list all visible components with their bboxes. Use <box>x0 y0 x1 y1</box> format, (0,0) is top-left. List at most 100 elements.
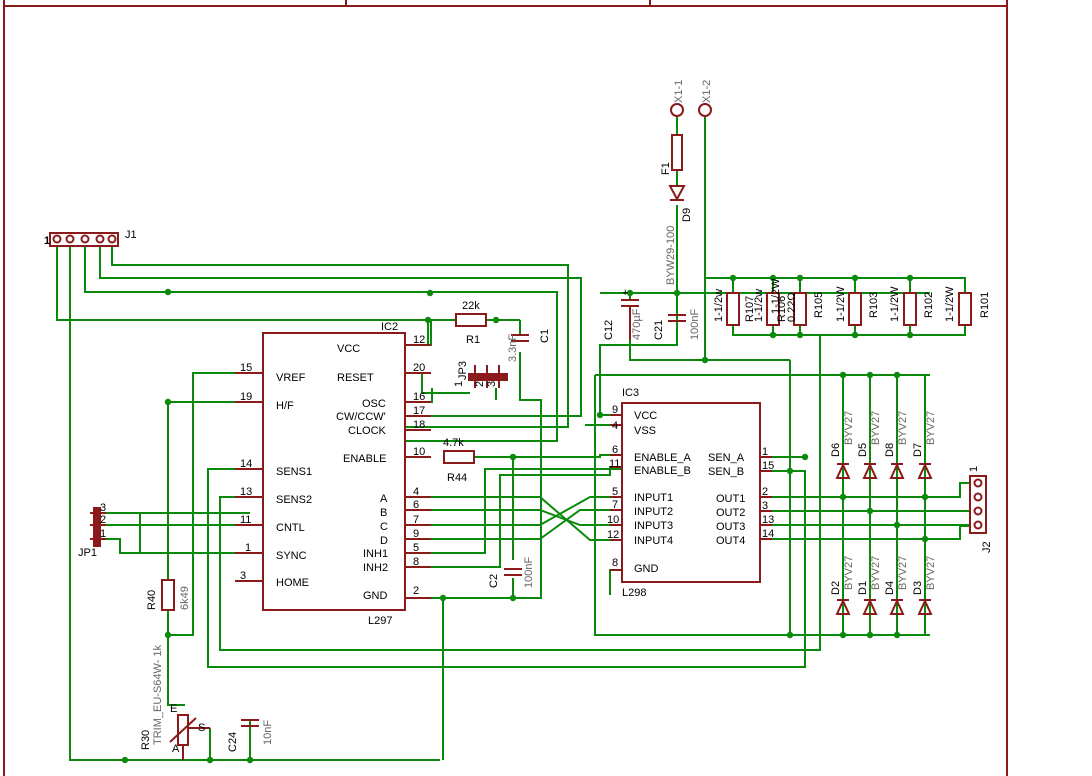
ic2-pin-num: 16 <box>413 391 425 403</box>
ic2-pin-label: SYNC <box>276 550 307 562</box>
diode-value: BYV27 <box>897 556 909 590</box>
ic3-pin-label: INPUT2 <box>634 506 673 518</box>
diode-value: BYV27 <box>870 556 882 590</box>
ic3-pin-label: OUT1 <box>716 493 745 505</box>
ic2-pin-label: B <box>380 507 387 519</box>
r40-value: 6k49 <box>179 586 191 610</box>
ic3-pin-label: ENABLE_A <box>634 452 692 464</box>
diode-value: BYV27 <box>897 411 909 445</box>
d9-name: D9 <box>681 208 693 222</box>
ic3-pin-label: ENABLE_B <box>634 465 691 477</box>
diode-value: BYV27 <box>870 411 882 445</box>
ic2-pin-label: C <box>380 521 388 533</box>
svg-text:+: + <box>622 287 628 299</box>
ic2-pin-label: H/F <box>276 400 294 412</box>
ic3-pin-num: 8 <box>612 557 618 569</box>
ic2-pin-label: INH1 <box>363 548 388 560</box>
r44-resistor: 4.7k R44 <box>443 437 475 484</box>
jp1-pin: 2 <box>100 514 106 526</box>
diodes-top: D6 BYV27 D5 BYV27 D8 BYV27 D7 BYV27 <box>830 411 937 479</box>
diode-name: D3 <box>912 581 924 595</box>
ic3-pin-label: OUT3 <box>716 521 745 533</box>
junctions <box>121 274 929 764</box>
ic2-pin-label: HOME <box>276 577 309 589</box>
diode-value: BYV27 <box>843 556 855 590</box>
diode-value: BYV27 <box>925 556 937 590</box>
ic2-pin-label: VREF <box>276 372 306 384</box>
diode-name: D4 <box>884 581 896 595</box>
ic3-pin-label: INPUT1 <box>634 492 673 504</box>
diode-value: BYV27 <box>925 411 937 445</box>
ic3-pin-num: 13 <box>762 514 774 526</box>
c1-value: 3.3nF <box>507 334 519 362</box>
ic3-pin-label: VSS <box>634 425 656 437</box>
c2-capacitor: 100nF C2 <box>488 557 535 588</box>
ic3-pin-num: 10 <box>607 514 619 526</box>
ic2-pin-num: 8 <box>413 556 419 568</box>
jp3-pin: 2 <box>474 381 486 387</box>
sense-resistor-bank: 1-1/2w R107 1-1/2w R106 1-1/2W R105 0.22… <box>713 278 991 326</box>
ic2-pin-num: 5 <box>413 542 419 554</box>
ic2-pin-label: D <box>380 535 388 547</box>
c2-name: C2 <box>488 574 500 588</box>
ic2-pin-num: 18 <box>413 419 425 431</box>
ic2-pin-label: CNTL <box>276 522 305 534</box>
jp1-pin: 3 <box>100 502 106 514</box>
resistor-value: 1-1/2W <box>889 286 901 322</box>
ic2-pin-num: 14 <box>240 458 252 470</box>
diode-name: D7 <box>912 443 924 457</box>
ic3-pin-num: 15 <box>762 460 774 472</box>
r30-pin: S <box>198 722 205 734</box>
c12-value: 470µF <box>631 308 643 340</box>
resistor-name: R103 <box>868 292 880 318</box>
f1-name: F1 <box>660 162 672 175</box>
ic2-pin-label: A <box>380 493 388 505</box>
power-input: X1-1 X1-2 F1 D9 BYW29-100 <box>660 80 713 285</box>
j1-connector: 1 J1 <box>44 229 137 247</box>
c1-capacitor: 3.3nF C1 <box>507 329 551 362</box>
ic2-pin-label: RESET <box>337 372 374 384</box>
ic3-pin-num: 2 <box>762 486 768 498</box>
resistor-value: 1-1/2W <box>770 278 782 314</box>
jp3-pin: 1 <box>453 381 465 387</box>
jp3-pin: 3 <box>486 381 498 387</box>
r44-name: R44 <box>447 472 467 484</box>
c21-name: C21 <box>653 320 665 340</box>
diode-name: D5 <box>857 443 869 457</box>
ic3-pin-num: 3 <box>762 500 768 512</box>
resistor-value: 1-1/2w <box>713 289 725 322</box>
ic2-pin-num: 15 <box>240 362 252 374</box>
ic2-pin-label: CLOCK <box>348 425 387 437</box>
c2-value: 100nF <box>523 557 535 588</box>
ic2-pin-num: 1 <box>245 542 251 554</box>
r30-value: TRIM_EU-S64W- 1k <box>152 644 164 745</box>
jp1-pin: 1 <box>100 528 106 540</box>
diodes-bottom: D2 BYV27 D1 BYV27 D4 BYV27 D3 BYV27 <box>830 556 937 615</box>
ic3-value: L298 <box>622 587 646 599</box>
r30-pin: A <box>172 743 180 755</box>
c21-value: 100nF <box>689 309 701 340</box>
c24-capacitor: 10nF C24 <box>227 719 274 752</box>
diode-name: D2 <box>830 581 842 595</box>
ic2-pin-num: 20 <box>413 362 425 374</box>
resistor-name: R107 <box>744 296 756 322</box>
r1-value: 22k <box>462 300 480 312</box>
wires <box>56 117 970 761</box>
r40-resistor: 6k49 R40 <box>146 579 191 611</box>
ic3-pin-label: SEN_A <box>708 452 745 464</box>
resistor-name: R106 <box>776 296 788 322</box>
resistor-value: 1-1/2W <box>835 286 847 322</box>
j1-pin1: 1 <box>44 235 50 247</box>
ic2-pin-num: 12 <box>413 334 425 346</box>
ic3-pin-num: 7 <box>612 499 618 511</box>
ic2-pin-num: 10 <box>413 446 425 458</box>
resistor-name: R102 <box>923 292 935 318</box>
ic3-pin-num: 14 <box>762 528 774 540</box>
c1-name: C1 <box>539 329 551 343</box>
resistor-name: R101 <box>979 292 991 318</box>
r1-name: R1 <box>466 334 480 346</box>
